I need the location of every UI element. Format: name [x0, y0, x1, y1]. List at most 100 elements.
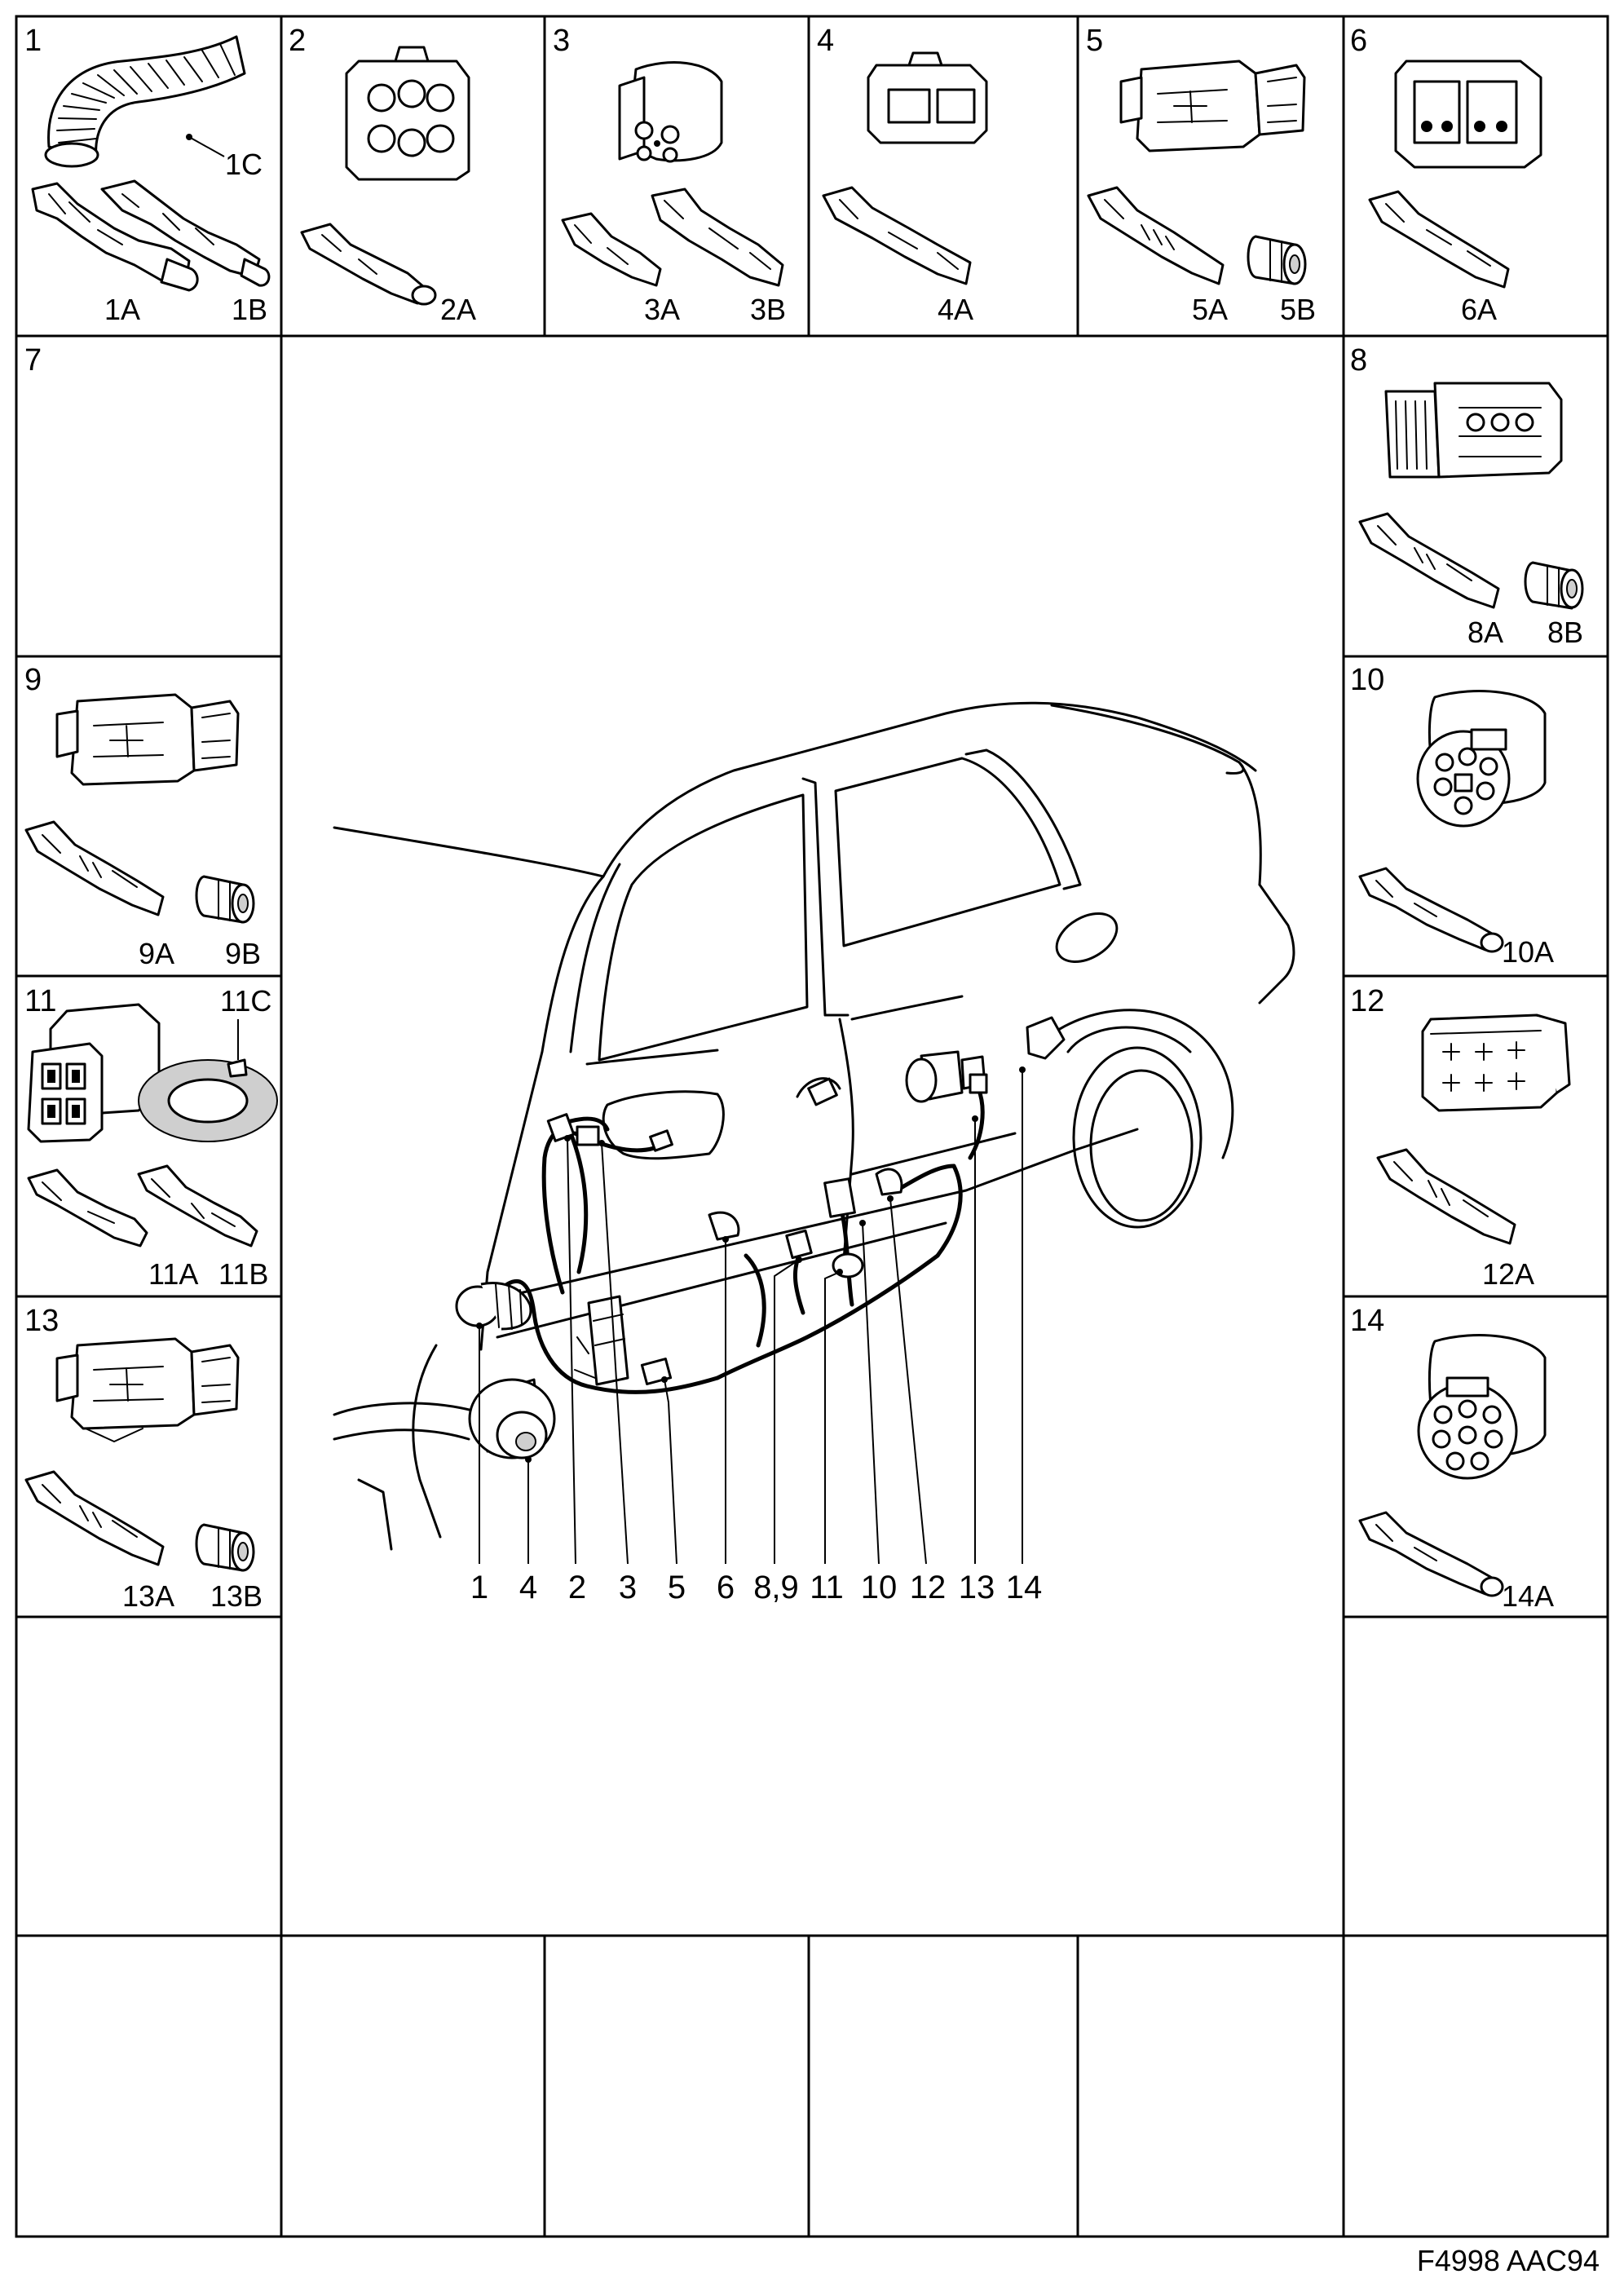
seal-13b: [195, 1523, 255, 1572]
callout-8-9: 8,9: [753, 1570, 799, 1605]
cell-9: 9 9A 9B: [24, 663, 261, 970]
terminal-4a: [822, 186, 972, 285]
part-9a-label: 9A: [139, 937, 174, 970]
part-5a-label: 5A: [1192, 293, 1228, 326]
part-1a-label: 1A: [104, 293, 140, 326]
callout-5: 5: [668, 1570, 686, 1605]
part-3a-label: 3A: [644, 293, 680, 326]
connector-2: [345, 46, 470, 181]
cell-11: 11 11C 11A 11B: [24, 984, 278, 1291]
cell-12: 12 12A: [1350, 984, 1571, 1291]
cell-13-number: 13: [24, 1304, 59, 1338]
part-10a-label: 10A: [1502, 935, 1554, 969]
callout-14: 14: [1006, 1570, 1043, 1605]
cell-4: 4 4A: [817, 24, 988, 326]
part-12a-label: 12A: [1482, 1257, 1534, 1291]
connector-14: [1417, 1334, 1547, 1480]
cell-8-number: 8: [1350, 343, 1367, 378]
door-grommet: [455, 1282, 532, 1331]
cell-2-number: 2: [289, 24, 306, 58]
cell-3-number: 3: [553, 24, 570, 58]
cell-14: 14 14A: [1350, 1304, 1554, 1613]
cell-14-number: 14: [1350, 1304, 1384, 1338]
terminal-3b: [651, 188, 784, 287]
terminal-13a: [24, 1470, 165, 1566]
connector-12: [1421, 1013, 1571, 1112]
cell-13: 13 13A 13B: [24, 1304, 263, 1613]
cell-1: 1 1C 1A 1B: [24, 24, 271, 326]
terminal-3a: [561, 212, 662, 287]
terminal-2a: [300, 223, 437, 306]
part-8a-label: 8A: [1467, 616, 1503, 649]
cell-4-number: 4: [817, 24, 834, 58]
cell-5-number: 5: [1086, 24, 1103, 58]
callout-11: 11: [810, 1570, 844, 1605]
connector-3: [618, 61, 723, 163]
callout-leaders: [476, 1066, 1026, 1565]
cell-10: 10 10A: [1350, 663, 1554, 969]
relay-11: [27, 1003, 161, 1143]
seal-5b: [1247, 235, 1307, 285]
part-14a-label: 14A: [1502, 1579, 1554, 1613]
part-11b-label: 11B: [218, 1257, 268, 1291]
speaker: [468, 1378, 556, 1459]
part-5b-label: 5B: [1280, 293, 1316, 326]
terminal-9a: [24, 820, 165, 916]
seal-9b: [195, 875, 255, 924]
part-4a-label: 4A: [938, 293, 973, 326]
cell-12-number: 12: [1350, 984, 1384, 1018]
part-9b-label: 9B: [225, 937, 261, 970]
connector-4: [867, 51, 988, 144]
part-13a-label: 13A: [122, 1579, 174, 1613]
part-11c-label: 11C: [220, 984, 271, 1018]
connector-6: [1394, 60, 1542, 169]
callout-13: 13: [959, 1570, 995, 1605]
terminal-1a: [31, 182, 199, 292]
part-1b-label: 1B: [232, 293, 267, 326]
part-2a-label: 2A: [440, 293, 476, 326]
callout-3: 3: [619, 1570, 637, 1605]
part-8b-label: 8B: [1547, 616, 1583, 649]
connector-8: [1384, 382, 1563, 479]
cell-8: 8 8A 8B: [1350, 343, 1584, 649]
part-11a-label: 11A: [148, 1257, 198, 1291]
cell-5: 5 5A 5B: [1086, 24, 1316, 326]
cell-3: 3 3A 3B: [553, 24, 786, 326]
car-illustration: 1 4 2 3 5 6 8,9 11 10 12 13 14: [333, 701, 1295, 1605]
callout-6: 6: [717, 1570, 735, 1605]
cell-10-number: 10: [1350, 663, 1384, 697]
terminal-12a: [1376, 1148, 1516, 1245]
part-1c-label: 1C: [225, 148, 263, 181]
connector-9: [55, 693, 240, 786]
callout-4: 4: [519, 1570, 537, 1605]
part-3b-label: 3B: [750, 293, 786, 326]
cell-7-number: 7: [24, 343, 42, 378]
cell-9-number: 9: [24, 663, 42, 697]
cell-2: 2 2A: [289, 24, 476, 326]
part-13b-label: 13B: [210, 1579, 263, 1613]
connector-13: [55, 1337, 240, 1442]
callout-1: 1: [470, 1570, 488, 1605]
terminal-10a: [1358, 867, 1504, 953]
callout-2: 2: [568, 1570, 586, 1605]
cell-6-number: 6: [1350, 24, 1367, 58]
window-motor: [574, 1295, 629, 1386]
connector-5: [1119, 60, 1306, 152]
terminal-11a: [27, 1168, 148, 1247]
gasket-11c: [138, 1058, 278, 1142]
terminal-5a: [1087, 186, 1225, 285]
cell-1-number: 1: [24, 24, 42, 58]
terminal-6a: [1368, 190, 1510, 289]
cell-6: 6 6A: [1350, 24, 1542, 326]
terminal-14a: [1358, 1511, 1504, 1597]
seal-8b: [1524, 561, 1584, 610]
terminal-8a: [1358, 512, 1500, 609]
terminal-11b: [137, 1164, 258, 1247]
callout-10: 10: [861, 1570, 898, 1605]
grid-frame: [15, 15, 1609, 2238]
conduit-1c: [44, 35, 246, 168]
cell-11-number: 11: [24, 984, 56, 1018]
callout-labels: 1 4 2 3 5 6 8,9 11 10 12 13 14: [470, 1570, 1042, 1605]
cell-7: 7: [24, 343, 42, 378]
